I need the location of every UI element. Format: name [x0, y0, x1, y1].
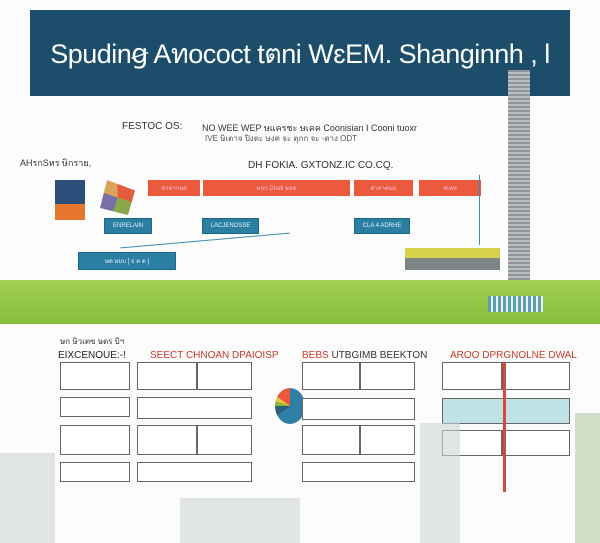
table-cell [197, 425, 252, 455]
tv-tower [420, 423, 460, 543]
table-row [302, 462, 415, 482]
orange-step-2: ษถก Dhati ษอด [203, 180, 350, 196]
table-cell [60, 362, 130, 390]
section-title-3: BEBS UTBGIMB BEEKTON [302, 350, 428, 361]
table-cell [302, 362, 360, 390]
header-line-1: NO WEE WEP ษแครชะ ษเคค Coonisian I Cooni… [202, 123, 417, 133]
connector-line [120, 232, 290, 249]
table-cell [60, 397, 130, 417]
cube-icon [55, 180, 85, 220]
section-title-2: SEECT CHNOAN DPAIOISP [150, 350, 279, 361]
section-title-1: EIXCENOUE:-! [58, 350, 126, 361]
header-line-2: IVE ษิเตาจ ปิงตะ ษงค จะ ตุกก จะ -ตาง ODT [205, 134, 358, 143]
header-label-left: FESTOC OS: [122, 121, 183, 132]
blue-box-2: LACJENOSSE [202, 218, 259, 234]
orange-step-1: ชาตากอด [148, 180, 200, 196]
table-cell [360, 425, 415, 455]
connector-line [479, 175, 480, 245]
table-cell [60, 462, 130, 482]
highlighted-row [442, 398, 570, 424]
table-row [137, 462, 252, 482]
left-label: AHรกSหร ษิกราย, [20, 158, 92, 168]
city-skyline [0, 453, 55, 543]
section-title-prefix: BEBS [302, 350, 329, 361]
table-cell [197, 362, 252, 390]
building-blocks [405, 248, 500, 270]
building-icon [488, 296, 543, 312]
title-banner: Spudinꞡ Aทococt tตni WɛEM. Shanginnh , l [30, 10, 570, 96]
center-label: DH FOKIA. GXTONZ.IC CO.CQ. [248, 160, 394, 171]
page-title: Spudinꞡ Aทococt tตni WɛEM. Shanginnh , l [50, 38, 550, 69]
table-cell [302, 425, 360, 455]
section-title-4: AROO DPRGNOLNE DWAL [450, 350, 577, 361]
table-cell [137, 362, 197, 390]
table-cell [360, 362, 415, 390]
blue-box-1: ENRELAIN [104, 218, 152, 234]
table-cell [137, 425, 197, 455]
bottom-label: ษก ษิวเตซ ษตร บิฯ [60, 337, 125, 346]
table-cell [442, 362, 502, 390]
red-arrow-line [503, 362, 506, 492]
city-skyline [180, 498, 300, 543]
table-cell [60, 425, 130, 455]
blue-box-3: CLA 4 ADRHE [354, 218, 410, 234]
orange-step-3: ศาตาคมอ [354, 180, 413, 196]
building-icon [575, 413, 600, 543]
tower-illustration [508, 70, 530, 280]
map-icon [100, 180, 135, 215]
table-row [302, 398, 415, 420]
orange-step-4: ชเลห [419, 180, 481, 196]
table-cell [502, 430, 570, 456]
table-cell [502, 362, 570, 390]
table-row [137, 397, 252, 419]
pie-chart-icon [275, 388, 305, 424]
bottom-blue-bar: ษต ษบบ [ ธ ต ต ] [78, 252, 176, 270]
